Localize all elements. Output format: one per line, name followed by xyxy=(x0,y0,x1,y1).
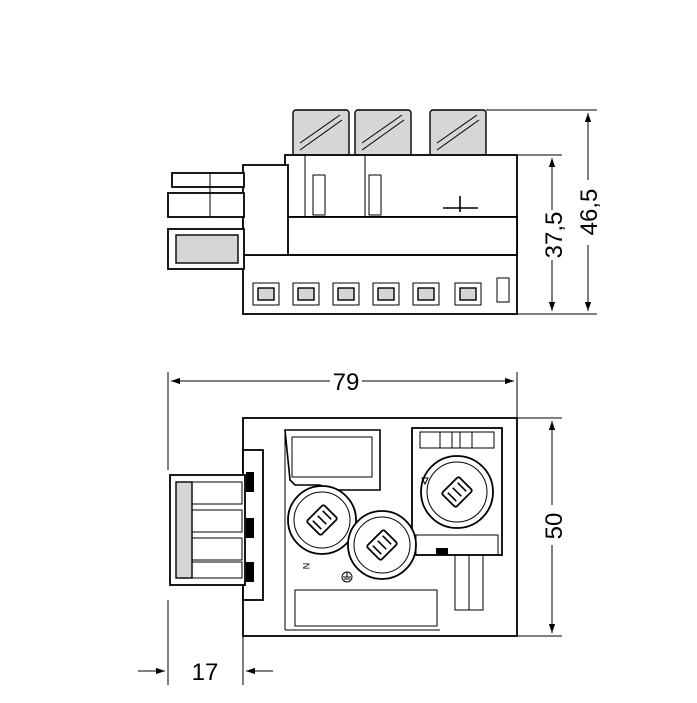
ground-symbol-icon xyxy=(341,571,353,583)
dim-width: 79 xyxy=(167,369,518,470)
top-caps xyxy=(292,109,487,157)
label-79: 79 xyxy=(333,369,360,396)
dim-height-total: 46,5 xyxy=(486,109,603,311)
top-plug xyxy=(169,449,264,601)
label-37-5: 37,5 xyxy=(541,212,568,259)
neutral-marking: N xyxy=(301,563,311,570)
dim-height-body: 37,5 xyxy=(517,154,597,315)
label-17: 17 xyxy=(192,659,219,686)
terminal-openings xyxy=(252,277,510,306)
label-50: 50 xyxy=(541,513,568,540)
right-terminal-module xyxy=(411,427,503,611)
side-view xyxy=(167,109,518,315)
plus-mark xyxy=(443,196,478,212)
side-upper-body xyxy=(284,154,518,218)
screw-terminal-left xyxy=(287,485,357,555)
side-plug xyxy=(167,172,245,270)
dim-depth: 50 xyxy=(517,417,568,637)
screw-terminal-middle xyxy=(347,510,417,580)
label-46-5: 46,5 xyxy=(576,189,603,236)
dim-connector-offset: 17 xyxy=(138,600,273,686)
top-view: N xyxy=(169,417,518,637)
